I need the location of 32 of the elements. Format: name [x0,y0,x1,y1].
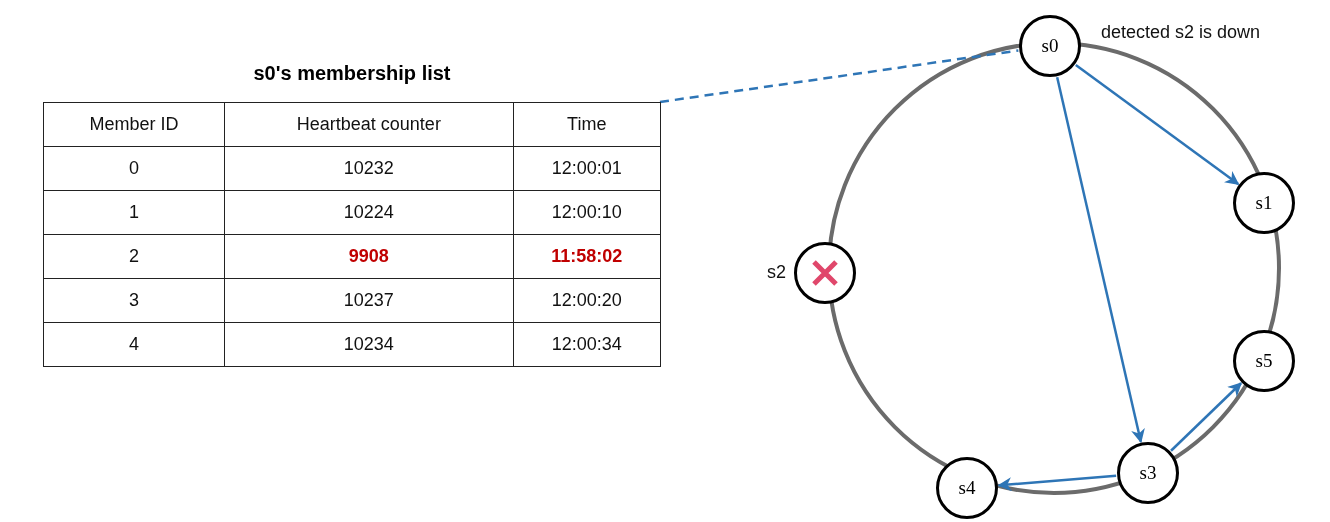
column-header: Heartbeat counter [224,102,514,147]
timestamp: 12:00:34 [513,322,661,367]
member-id: 1 [43,190,225,235]
member-id: 4 [43,322,225,367]
heartbeat-count: 10234 [224,322,514,367]
column-header: Time [513,102,661,147]
arrow [997,474,1117,492]
heartbeat-count: 9908 [224,234,514,279]
arrow [1055,76,1145,444]
server-node [1233,172,1295,234]
heartbeat-count: 10224 [224,190,514,235]
arrow [1170,382,1242,452]
timestamp: 12:00:01 [513,146,661,191]
node-label: s1 [1255,192,1273,214]
timestamp: 12:00:20 [513,278,661,323]
timestamp: 11:58:02 [513,234,661,279]
table-title: s0's membership list [253,62,451,85]
node-label: s5 [1255,350,1273,372]
heartbeat-count: 10232 [224,146,514,191]
heartbeat-count: 10237 [224,278,514,323]
node-label: s4 [958,477,976,499]
node-caption: s2 [767,262,786,283]
member-id: 0 [43,146,225,191]
member-id: 3 [43,278,225,323]
timestamp: 12:00:10 [513,190,661,235]
dashed-connector [659,49,1019,104]
column-header: Member ID [43,102,225,147]
node-label: s0 [1041,35,1059,57]
node-caption: detected s2 is down [1101,22,1261,43]
arrow [1075,63,1240,186]
member-id: 2 [43,234,225,279]
node-label: s3 [1139,462,1157,484]
